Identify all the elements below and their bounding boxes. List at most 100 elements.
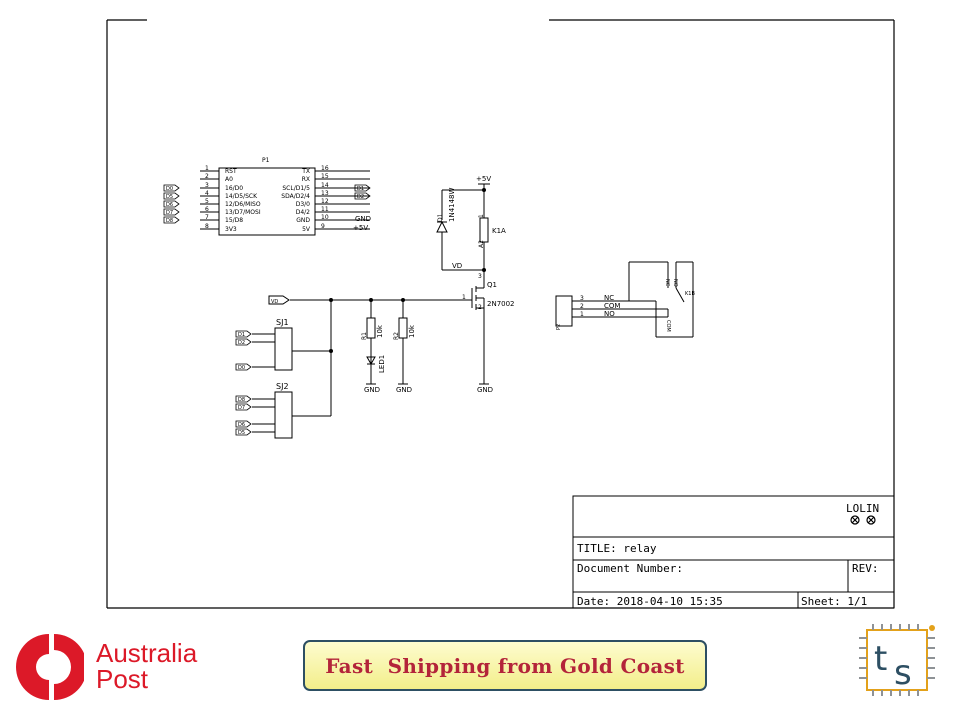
p1-pin-number: 7 (205, 214, 209, 221)
p1-pin-number: 5 (205, 198, 209, 205)
p1-5v-net: +5V (353, 224, 368, 232)
sj1-net-tag-label: D1 (238, 332, 245, 338)
p1-net-tag-label: D6 (166, 202, 173, 208)
document-number-field: Document Number: (577, 562, 683, 575)
p1-net-tag-label: D2 (357, 194, 364, 200)
p1-pin-name: 13/D7/MOSI (225, 209, 261, 216)
p2-ref: P2 (556, 324, 562, 330)
p1-net-tag (163, 192, 180, 200)
p1-pin-name: 12/D6/MISO (225, 201, 261, 208)
p1-pin-number: 6 (205, 206, 209, 213)
p2-pin-name: NC (604, 294, 614, 302)
d1-ref: D1 (437, 213, 444, 222)
australia-post-line2: Post (96, 664, 149, 694)
k1a-ref: K1A (492, 227, 506, 235)
australia-post-logo-icon (16, 634, 84, 700)
company-logo-icon (850, 515, 876, 525)
sj1-net-tag (235, 363, 252, 371)
q1-pin1: 1 (462, 294, 466, 301)
sj2-net-tag-label: D6 (238, 422, 245, 428)
led1-ref: LED1 (378, 355, 386, 373)
p1-pin-name: SDA/D2/4 (281, 193, 310, 200)
schematic-sheet: LOLIN TITLE: relay Document Number: REV:… (106, 19, 895, 609)
d1-value: 1N4148W (448, 187, 456, 222)
k1b-nc: NC (664, 279, 670, 287)
r1-ref: R1 (361, 332, 368, 340)
p1-net-tag (163, 200, 180, 208)
p2-pin-name: COM (604, 302, 620, 310)
p1-pin-number: 2 (205, 173, 209, 180)
vd-net-label: VD (452, 262, 462, 270)
p1-net-tag-label: D8 (166, 218, 173, 224)
sj2-ref: SJ2 (276, 382, 289, 391)
p1-pin-name: 15/D8 (225, 217, 243, 224)
p1-net-tag (163, 184, 180, 192)
p2-pin-number: 3 (580, 295, 584, 302)
company-name: LOLIN (846, 502, 879, 515)
p1-pin-name: D4/2 (296, 209, 310, 216)
k1b-ref: K1B (685, 291, 695, 297)
p1-net-tag-label: D5 (166, 194, 173, 200)
p1-pin-name: 14/D5/SCK (225, 193, 258, 200)
p1-pin-number: 16 (321, 165, 329, 172)
k1a-pin1: 1 (478, 214, 485, 218)
sj2-net-tag (235, 403, 252, 411)
sj2-net-tag-label: D8 (238, 397, 245, 403)
r2-value: 10k (408, 324, 416, 338)
shipping-banner: Fast Shipping from Gold Coast (303, 640, 707, 691)
gnd-label-r2: GND (396, 386, 412, 394)
p1-gnd-net: GND (355, 215, 371, 223)
p1-pin-name: A0 (225, 176, 233, 183)
revision-field: REV: (852, 562, 879, 575)
p1-net-tag (354, 192, 371, 200)
plus5v-label: +5V (476, 175, 491, 183)
p1-ref: P1 (262, 157, 270, 164)
p1-pin-name: 3V3 (225, 226, 237, 233)
sj2-net-tag (235, 428, 252, 436)
p1-pin-number: 13 (321, 190, 329, 197)
australia-post-line1: Australia (96, 638, 198, 668)
sj1-net-tag (235, 330, 252, 338)
p1-net-tag (354, 184, 371, 192)
p1-pin-number: 10 (321, 214, 329, 221)
shipping-banner-text: Fast Shipping from Gold Coast (325, 653, 685, 678)
title-block (572, 495, 895, 609)
p1-pin-number: 14 (321, 182, 329, 189)
p1-pin-name: GND (296, 217, 310, 224)
q1-pin3: 3 (478, 273, 482, 280)
k1b-com: COM (665, 320, 671, 332)
r1-value: 10k (376, 324, 384, 338)
q1-ref: Q1 (487, 281, 497, 289)
p2-pin-number: 2 (580, 303, 584, 310)
p1-pin-number: 9 (321, 223, 325, 230)
svg-text:t: t (874, 639, 887, 679)
sheet-field: Sheet: 1/1 (801, 595, 867, 608)
k1b-no: NO (672, 279, 678, 287)
sj2-net-tag (235, 395, 252, 403)
p1-pin-name: RX (302, 176, 310, 183)
p1-net-tag (163, 216, 180, 224)
sj2-net-tag-label: D5 (238, 430, 245, 436)
sj1-net-tag-label: D0 (238, 365, 245, 371)
p1-pin-number: 4 (205, 190, 209, 197)
title-field: TITLE: relay (577, 542, 657, 555)
p2-pin-name: NO (604, 310, 615, 318)
vd-port-label: VD (271, 299, 278, 305)
p1-pin-name: SCL/D1/5 (282, 185, 310, 192)
p1-pin-name: D3/0 (296, 201, 310, 208)
australia-post-wordmark: Australia Post (96, 640, 197, 692)
r2-ref: R2 (393, 332, 400, 340)
p1-pin-name: 16/D0 (225, 185, 243, 192)
p1-net-tag (163, 208, 180, 216)
p1-net-tag-label: D1 (357, 186, 364, 192)
date-field: Date: 2018-04-10 15:35 (577, 595, 723, 608)
p1-pin-number: 8 (205, 223, 209, 230)
sj2-net-tag (235, 420, 252, 428)
p1-net-tag-label: D7 (166, 210, 173, 216)
sj1-net-tag-label: D2 (238, 340, 245, 346)
p1-net-tag-label: D0 (166, 186, 173, 192)
gnd-label-q1: GND (477, 386, 493, 394)
gnd-label-r1: GND (364, 386, 380, 394)
q1-pin2: 2 (478, 304, 482, 311)
